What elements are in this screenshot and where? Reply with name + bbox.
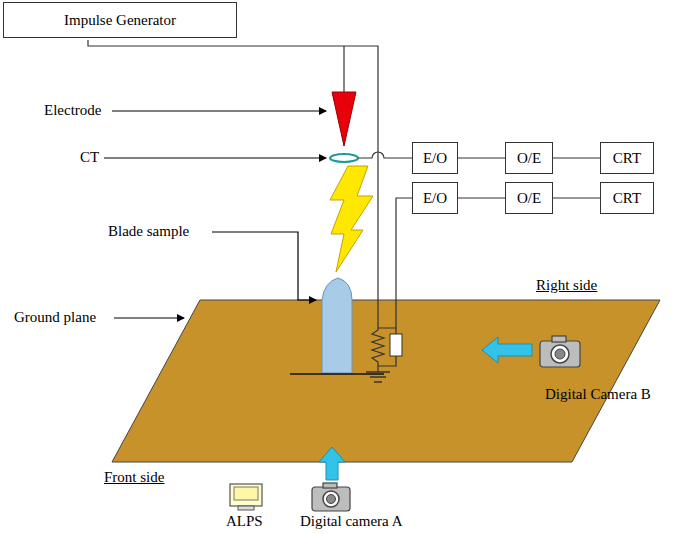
box-label: O/E — [517, 189, 541, 207]
box-label: CRT — [613, 189, 641, 207]
camera-icon — [312, 483, 350, 511]
leader-arrow — [112, 110, 326, 111]
ground-symbol — [374, 381, 382, 383]
converter-box: E/O — [412, 142, 458, 174]
signal-wire — [458, 157, 505, 158]
view-arrow — [319, 447, 345, 480]
ground-plane — [112, 300, 660, 462]
callout-label: Digital Camera B — [545, 385, 651, 403]
converter-box: O/E — [505, 142, 553, 174]
box-label: E/O — [423, 149, 447, 167]
generator-box: Impulse Generator — [3, 2, 237, 38]
callout-label: CT — [80, 148, 99, 166]
alps-icon — [230, 484, 262, 510]
blade-sample — [322, 278, 352, 373]
ground-symbol — [366, 371, 390, 373]
leader-arrow — [104, 157, 326, 158]
callout-label: Electrode — [44, 101, 101, 119]
converter-box: CRT — [600, 142, 654, 174]
blade-base — [290, 373, 384, 375]
divider-element — [390, 334, 402, 356]
box-label: E/O — [423, 189, 447, 207]
callout-label: Ground plane — [14, 308, 96, 326]
callout-label: ALPS — [226, 512, 263, 530]
divider-wire — [395, 328, 396, 334]
signal-wire — [553, 157, 600, 158]
callout-label: Blade sample — [108, 222, 189, 240]
electrode-wire — [343, 46, 344, 92]
converter-box: CRT — [600, 182, 654, 214]
converter-box: E/O — [412, 182, 458, 214]
signal-wire — [458, 197, 505, 198]
signal-wire — [553, 197, 600, 198]
lightning — [330, 166, 373, 272]
view-arrow — [482, 337, 532, 363]
box-label: CRT — [613, 149, 641, 167]
divider-wire — [378, 356, 396, 366]
ct-ring — [330, 154, 358, 162]
box-label: Impulse Generator — [64, 11, 176, 29]
divider-wire — [378, 198, 412, 328]
camera-icon — [540, 336, 580, 367]
ground-symbol — [370, 376, 386, 378]
electrode — [332, 92, 356, 146]
converter-box: O/E — [505, 182, 553, 214]
resistor-symbol — [372, 326, 384, 372]
callout-label: Front side — [104, 468, 164, 486]
callout-label: Right side — [536, 276, 597, 294]
leader-arrow — [212, 232, 316, 300]
callout-label: Digital camera A — [300, 512, 402, 530]
ct-wire — [358, 152, 412, 158]
leader-arrow — [114, 317, 184, 318]
box-label: O/E — [517, 149, 541, 167]
